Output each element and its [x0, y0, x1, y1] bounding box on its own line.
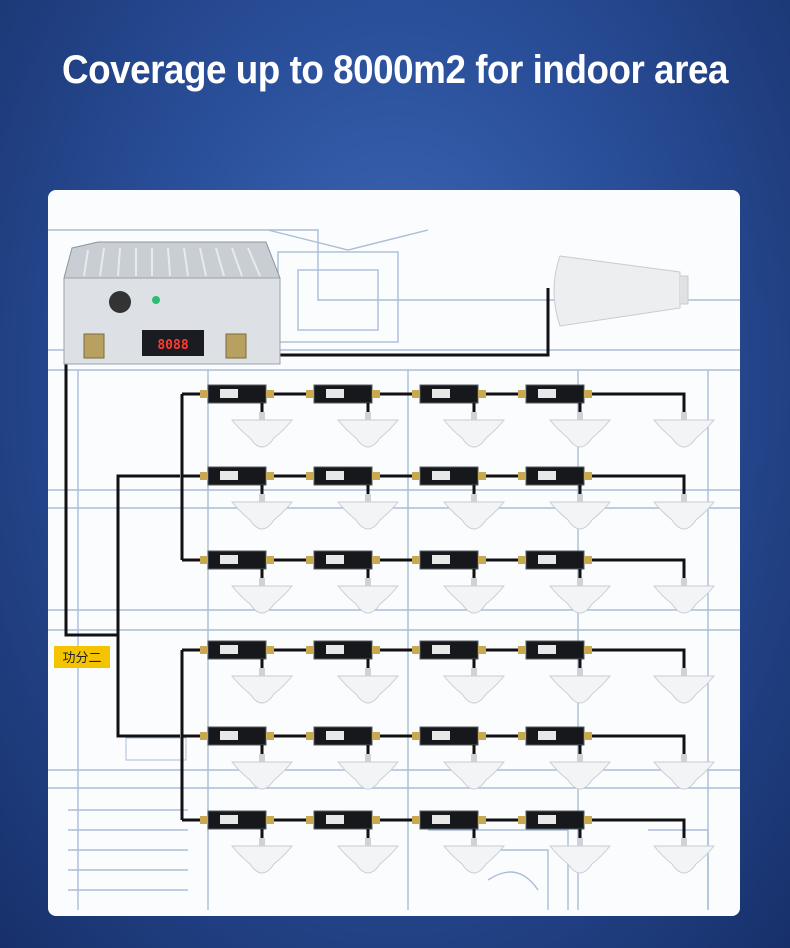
ceiling-antenna-icon	[232, 412, 292, 447]
ceiling-antenna-icon	[338, 494, 398, 529]
ceiling-antenna-icon	[444, 838, 504, 873]
coupler-icon	[200, 727, 274, 758]
ceiling-antenna-icon	[338, 578, 398, 613]
coupler-icon	[412, 811, 486, 842]
coupler-icon	[306, 385, 380, 416]
distribution-rows	[182, 385, 714, 873]
ceiling-antenna-icon	[550, 412, 610, 447]
knob-icon	[109, 291, 131, 313]
ceiling-antenna-icon	[232, 668, 292, 703]
coupler-icon	[306, 641, 380, 672]
coupler-icon	[518, 727, 592, 758]
coupler-icon	[200, 641, 274, 672]
ceiling-antenna-icon	[338, 412, 398, 447]
ceiling-antenna-icon	[338, 668, 398, 703]
coupler-icon	[306, 811, 380, 842]
ceiling-antenna-icon	[444, 578, 504, 613]
coupler-icon	[412, 385, 486, 416]
power-led-icon	[152, 296, 160, 304]
display-readout: 8088	[157, 338, 188, 353]
coupler-icon	[412, 551, 486, 582]
ceiling-antenna-icon	[550, 578, 610, 613]
page-title: Coverage up to 8000m2 for indoor area	[32, 48, 759, 93]
ceiling-antenna-icon	[654, 838, 714, 873]
ceiling-antenna-icon	[232, 578, 292, 613]
coupler-icon	[306, 727, 380, 758]
ceiling-antenna-icon	[550, 838, 610, 873]
coupler-icon	[200, 467, 274, 498]
coupler-icon	[518, 467, 592, 498]
ceiling-antenna-icon	[550, 754, 610, 789]
coupler-icon	[306, 551, 380, 582]
ceiling-antenna-icon	[654, 412, 714, 447]
ceiling-antenna-icon	[444, 494, 504, 529]
ceiling-antenna-icon	[654, 494, 714, 529]
coupler-icon	[200, 811, 274, 842]
ceiling-antenna-icon	[444, 412, 504, 447]
ceiling-antenna-icon	[232, 494, 292, 529]
ceiling-antenna-icon	[654, 754, 714, 789]
ceiling-antenna-icon	[232, 754, 292, 789]
ceiling-antenna-icon	[338, 838, 398, 873]
ceiling-antenna-icon	[444, 668, 504, 703]
ceiling-antenna-icon	[654, 668, 714, 703]
coupler-icon	[518, 811, 592, 842]
coupler-icon	[518, 385, 592, 416]
ceiling-antenna-icon	[654, 578, 714, 613]
coupler-icon	[200, 551, 274, 582]
splitter-outline	[126, 738, 186, 760]
coupler-icon	[412, 641, 486, 672]
diagram-panel: 8088 功分二	[48, 190, 740, 916]
ceiling-antenna-icon	[550, 494, 610, 529]
coupler-icon	[306, 467, 380, 498]
n-connector-icon	[226, 334, 246, 358]
coupler-icon	[518, 551, 592, 582]
coupler-icon	[412, 467, 486, 498]
ceiling-antenna-icon	[232, 838, 292, 873]
coupler-icon	[200, 385, 274, 416]
splitter-label: 功分二	[54, 646, 110, 668]
coupler-icon	[412, 727, 486, 758]
ceiling-antenna-icon	[550, 668, 610, 703]
splitter-label-text: 功分二	[62, 651, 101, 666]
repeater-unit: 8088	[64, 242, 280, 364]
ceiling-antenna-icon	[444, 754, 504, 789]
n-connector-icon	[84, 334, 104, 358]
outdoor-antenna	[554, 256, 688, 326]
ceiling-antenna-icon	[338, 754, 398, 789]
coverage-diagram: 8088 功分二	[48, 190, 740, 916]
coupler-icon	[518, 641, 592, 672]
